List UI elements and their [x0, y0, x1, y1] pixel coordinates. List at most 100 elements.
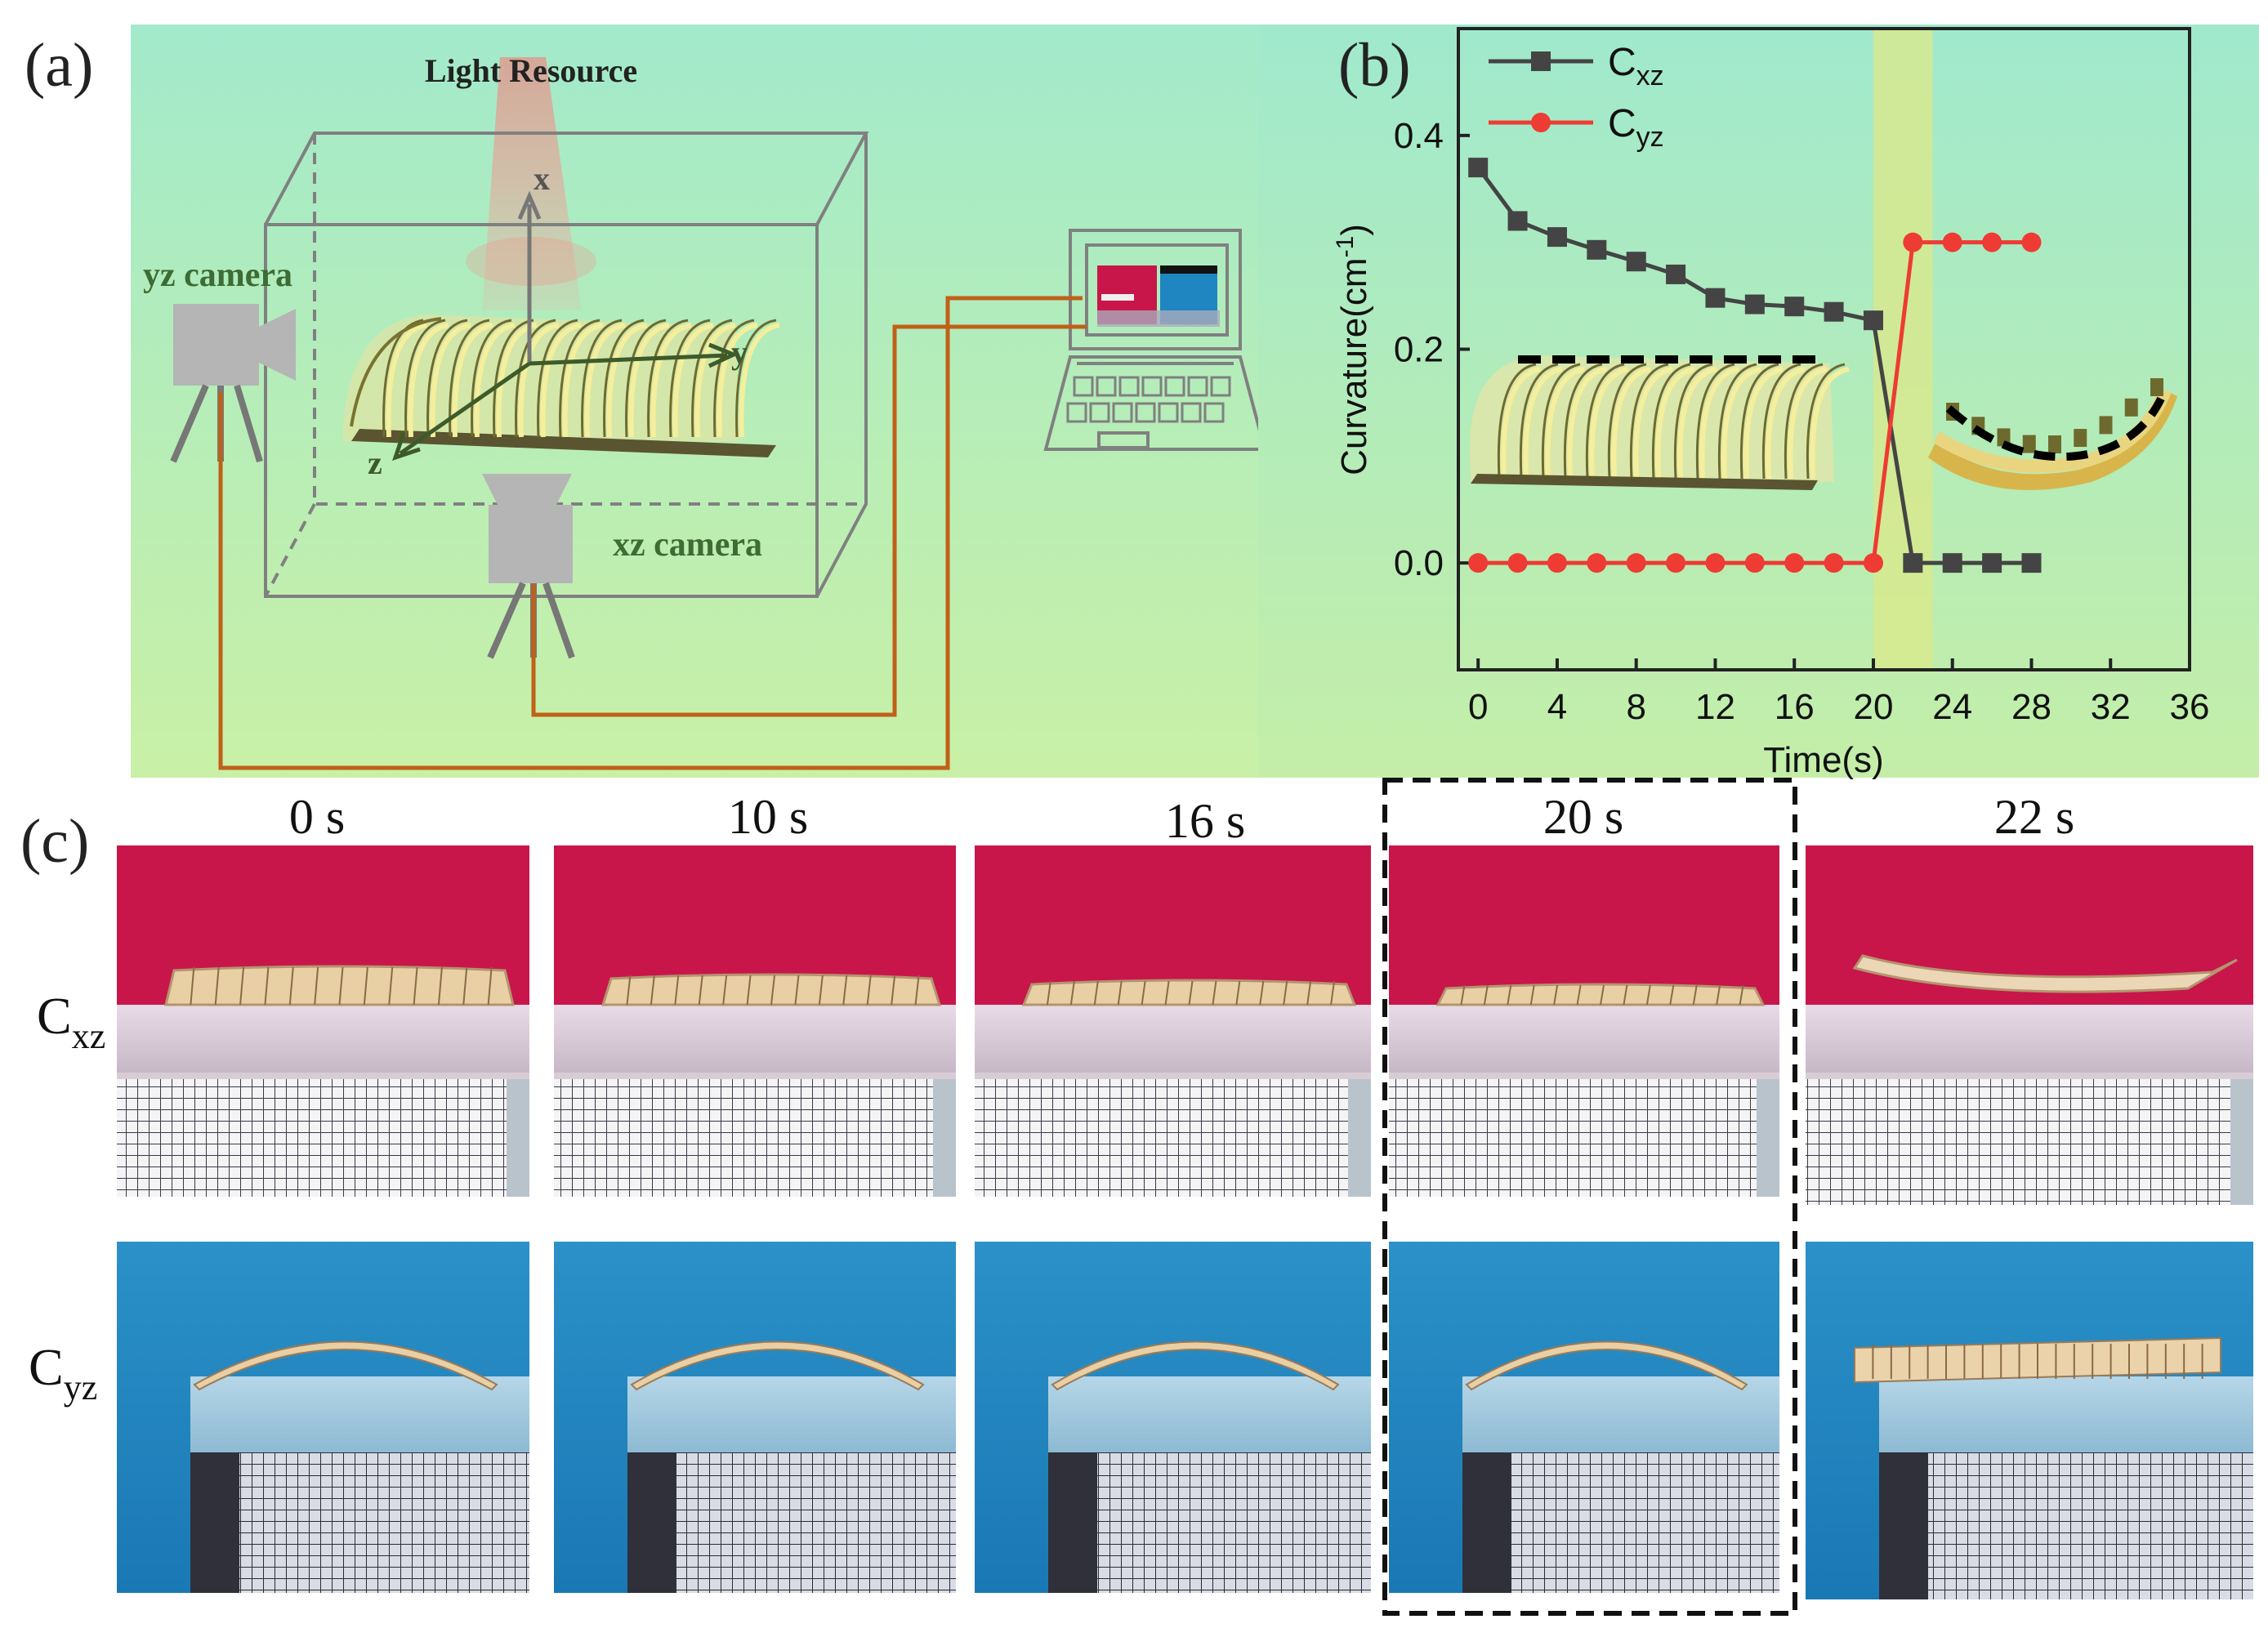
inset-rib: [1585, 363, 1625, 480]
x-tick-label: 32: [2091, 687, 2131, 727]
camera-cables: [218, 296, 1087, 770]
sample-rib: [382, 319, 424, 438]
laptop-key: [1181, 402, 1202, 423]
time-label-3: 20 s: [1543, 790, 1623, 844]
laptop-screen-content: [1097, 265, 1220, 327]
legend-cxz-sub: xz: [1636, 60, 1664, 91]
sample-rib-highlight: [474, 323, 516, 438]
sample-rib-highlight: [408, 323, 449, 438]
data-point-cyz: [1507, 553, 1528, 573]
inset-curved-rib: [2074, 429, 2087, 448]
photo-cxz-4: [1806, 845, 2253, 1205]
sample-strip: [1435, 983, 1766, 1006]
photo-cyz-0: [117, 1242, 529, 1593]
chart-legend: Cxz Cyz: [1489, 41, 1664, 153]
data-point-cyz: [1982, 232, 2002, 252]
sample-strip: [1051, 1340, 1340, 1391]
inset-rib-highlight: [1743, 367, 1784, 480]
highlight-band: [1873, 30, 1933, 668]
inset-rib-highlight: [1611, 367, 1651, 480]
photo-cyz-1: [554, 1242, 956, 1593]
sample-rib-highlight: [628, 323, 670, 438]
inset-curved-rib: [2150, 378, 2163, 396]
sample-rib: [515, 319, 556, 438]
x-axis-label: Time(s): [1763, 740, 1883, 780]
data-point-cxz: [2021, 553, 2042, 573]
legend-cyz-main: C: [1608, 102, 1636, 145]
data-point-cyz: [1547, 553, 1567, 573]
sample-rib: [691, 319, 733, 438]
photo-cxz-3: [1389, 845, 1779, 1197]
inset-rib-highlight: [1699, 367, 1739, 480]
sample-rib-highlight: [386, 323, 427, 438]
laptop-key: [1203, 402, 1225, 423]
inset-rib-highlight: [1721, 367, 1761, 480]
x-tick-label: 24: [1932, 687, 1972, 727]
inset-curved-dashed-line: [1945, 396, 2165, 462]
inset-rib: [1541, 363, 1581, 480]
laptop-key: [1096, 376, 1117, 397]
inset-rib-highlight: [1589, 367, 1629, 480]
data-point-cxz: [1982, 553, 2002, 573]
sample-strip: [600, 973, 942, 1006]
sample-strip: [1021, 979, 1357, 1006]
yz-camera-label: yz camera: [143, 256, 292, 294]
y-axis-label-sup: -1: [1332, 236, 1359, 258]
data-point-cxz: [1863, 310, 1883, 331]
inset-rib: [1717, 363, 1757, 480]
xz-camera-icon: [482, 474, 575, 659]
data-point-cxz: [1666, 264, 1686, 284]
y-axis-label: Curvature(cm-1): [1332, 224, 1374, 475]
inset-rib-highlight: [1633, 367, 1673, 480]
axis-x-label: x: [534, 160, 550, 197]
data-point-cxz: [1468, 158, 1489, 178]
sample-strip: [193, 1340, 498, 1391]
data-point-cyz: [1863, 553, 1883, 573]
inset-rib-highlight: [1677, 367, 1717, 480]
x-tick-label: 16: [1775, 687, 1815, 727]
row-label-cyz: Cyz: [29, 1338, 97, 1407]
x-tick-label: 36: [2170, 687, 2210, 727]
data-point-cxz: [1705, 288, 1726, 308]
row-label-cyz-sub: yz: [64, 1367, 98, 1407]
data-point-cyz: [1626, 553, 1646, 573]
inset-curved-rib: [2099, 416, 2113, 435]
series-layer: [1468, 158, 2042, 573]
y-axis-ticks: 0.00.20.4: [1394, 116, 1470, 583]
time-label-1: 10 s: [728, 790, 808, 844]
light-resource-label: Light Resource: [425, 52, 637, 89]
data-point-cxz: [1626, 252, 1646, 272]
sample-rib: [493, 319, 534, 438]
panel-c-label: (c): [20, 807, 89, 876]
sample-base: [351, 429, 776, 457]
photo-row-cyz: [117, 1242, 2253, 1599]
data-point-cxz: [1507, 211, 1528, 231]
data-point-cxz: [1784, 297, 1805, 317]
data-point-cyz: [1587, 553, 1607, 573]
row-label-cxz-sub: xz: [72, 1016, 106, 1056]
inset-rib: [1629, 363, 1669, 480]
row-label-cyz-main: C: [29, 1338, 64, 1396]
laptop-key: [1073, 376, 1094, 397]
svg-text:Cyz: Cyz: [1608, 102, 1664, 153]
inset-curved-rib: [2022, 435, 2036, 453]
data-point-cyz: [2021, 232, 2042, 252]
laptop-key: [1187, 376, 1208, 397]
panel-c: (c) 0 s 10 s 16 s 20 s 22 s Cxz Cyz: [20, 778, 2253, 1616]
x-tick-label: 4: [1547, 687, 1567, 727]
data-point-cyz: [1705, 553, 1726, 573]
photo-cyz-3: [1389, 1242, 1779, 1593]
sample-rib: [625, 319, 667, 438]
light-beam: [482, 57, 582, 310]
sample-rib: [647, 319, 689, 438]
panel-a: (a) Light Resource x: [25, 25, 1267, 778]
sample-rib: [669, 319, 711, 438]
inset-curved-sample: [1928, 378, 2177, 490]
inset-rib-highlight: [1501, 367, 1541, 480]
inset-rib: [1607, 363, 1647, 480]
y-tick-label: 0.4: [1394, 116, 1444, 156]
photo-cxz-1: [554, 845, 956, 1197]
y-tick-label: 0.2: [1394, 330, 1444, 370]
